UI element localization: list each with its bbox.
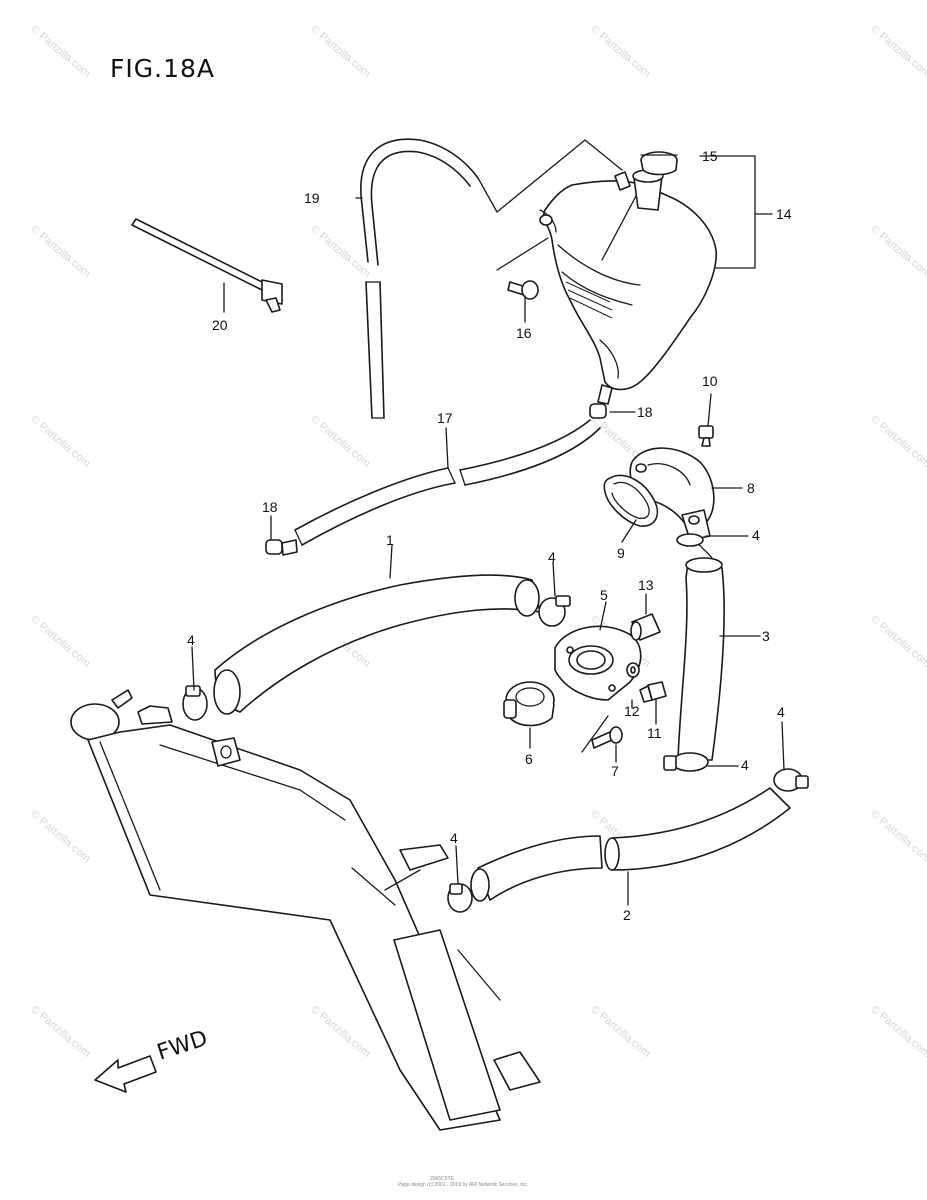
callout-4: 4 (752, 527, 760, 543)
bolt-16 (496, 237, 549, 300)
hose-17 (294, 419, 601, 546)
watermark-text: © Partzilla.com (588, 23, 652, 80)
callout-10: 10 (702, 373, 718, 389)
watermark-text: © Partzilla.com (588, 1003, 652, 1060)
callout-20: 20 (212, 317, 228, 333)
o-ring-9 (603, 474, 659, 527)
callout-4: 4 (187, 632, 195, 648)
callout-9: 9 (617, 545, 625, 561)
hose-1 (213, 574, 541, 715)
callout-8: 8 (747, 480, 755, 496)
washer-12 (626, 662, 640, 678)
thermostat-housing (554, 625, 642, 701)
hose-3 (677, 539, 725, 761)
hose-2 (470, 787, 791, 902)
callout-17: 17 (437, 410, 453, 426)
callout-14: 14 (776, 206, 792, 222)
footer-copyright: Page design (c) 2001 - 2019 by ARI Netwo… (398, 1182, 528, 1188)
watermark-text: © Partzilla.com (28, 413, 92, 470)
cable-tie (131, 218, 283, 313)
watermark-text: © Partzilla.com (308, 23, 372, 80)
callout-4: 4 (741, 757, 749, 773)
thermostat-6 (503, 681, 555, 727)
callout-4: 4 (450, 830, 458, 846)
callout-19: 19 (304, 190, 320, 206)
callout-11: 11 (647, 725, 662, 741)
callout-4: 4 (548, 549, 556, 565)
callout-16: 16 (516, 325, 532, 341)
callout-13: 13 (638, 577, 654, 593)
watermark-text: © Partzilla.com (28, 223, 92, 280)
callout-1: 1 (386, 532, 394, 548)
radiator (70, 689, 541, 1131)
bolt-10 (698, 425, 714, 447)
bolt-7 (581, 715, 623, 753)
callout-2: 2 (623, 907, 631, 923)
watermark-text: © Partzilla.com (868, 223, 927, 280)
siphon-hose (360, 138, 623, 419)
reservoir-cap (640, 151, 678, 176)
watermark-text: © Partzilla.com (28, 808, 92, 865)
forward-arrow (94, 1055, 157, 1093)
callout-7: 7 (611, 763, 619, 779)
callout-3: 3 (762, 628, 770, 644)
callout-4: 4 (777, 704, 785, 720)
reservoir-tank (539, 169, 717, 405)
sensor-11 (639, 681, 667, 703)
watermark-text: © Partzilla.com (868, 613, 927, 670)
leader-lines (191, 155, 785, 906)
watermark-text: © Partzilla.com (308, 1003, 372, 1060)
watermark-text: © Partzilla.com (868, 413, 927, 470)
watermark-text: © Partzilla.com (308, 413, 372, 470)
callout-labels: 1 2 3 4 4 4 4 4 4 5 6 7 8 9 10 11 12 13 … (187, 148, 792, 923)
callout-5: 5 (600, 587, 608, 603)
callout-12: 12 (624, 703, 640, 719)
clamp-4 (182, 533, 809, 913)
fwd-label: FWD (154, 1026, 211, 1066)
watermark-text: © Partzilla.com (28, 1003, 92, 1060)
callout-18: 18 (637, 404, 653, 420)
watermark-text: © Partzilla.com (28, 23, 92, 80)
watermark-text: © Partzilla.com (868, 23, 927, 80)
footer-code: 2065C5TE (430, 1176, 455, 1182)
temp-sensor-13 (630, 613, 661, 641)
watermark-text: © Partzilla.com (28, 613, 92, 670)
hose-clip-18 (265, 403, 607, 556)
figure-title: FIG.18A (110, 54, 215, 83)
thermostat-cover (629, 447, 715, 541)
callout-18: 18 (262, 499, 278, 515)
watermark-text: © Partzilla.com (868, 1003, 927, 1060)
watermark-text: © Partzilla.com (308, 223, 372, 280)
watermark-text: © Partzilla.com (868, 808, 927, 865)
callout-15: 15 (702, 148, 718, 164)
callout-6: 6 (525, 751, 533, 767)
